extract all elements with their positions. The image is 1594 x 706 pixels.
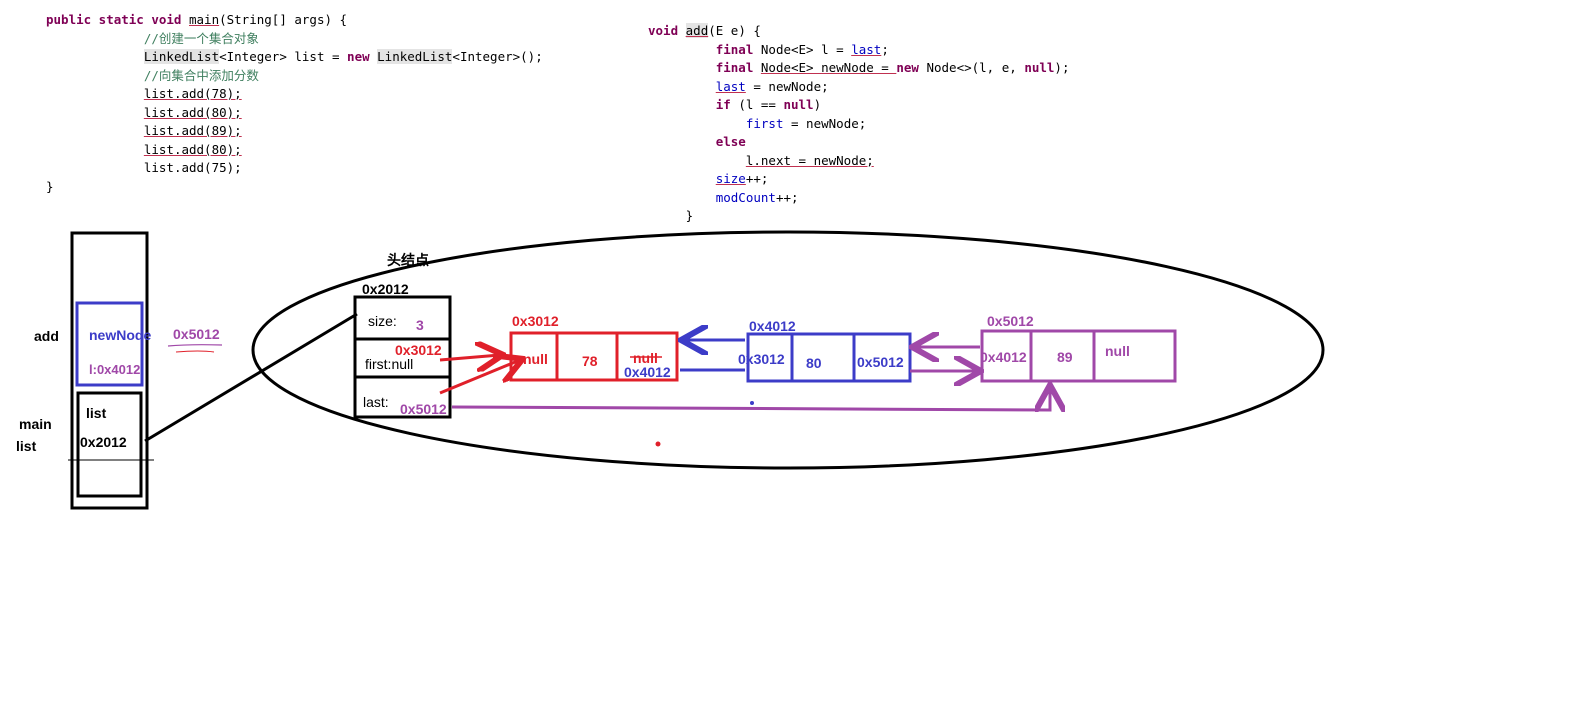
add-line3-field: last xyxy=(715,78,746,94)
add-line1-end: ; xyxy=(881,41,889,57)
node1-next-new: 0x4012 xyxy=(624,364,671,380)
add-call-1: list.add(78); xyxy=(143,86,242,101)
stray-dot xyxy=(655,441,661,447)
decl-end: <Integer>(); xyxy=(452,49,543,64)
newnode-var-value: 0x5012 xyxy=(173,326,220,342)
add-line2-null: null xyxy=(1024,60,1055,75)
main-method-code: public static void main(String[] args) {… xyxy=(46,11,543,196)
first-field-value: 0x3012 xyxy=(395,342,442,358)
last-field-label: last: xyxy=(363,394,389,410)
add-line9-field: modCount xyxy=(715,189,776,205)
main-comment-add: //向集合中添加分数 xyxy=(143,67,259,83)
node1-prev: null xyxy=(523,351,548,367)
newnode-var-label: newNode xyxy=(89,327,151,343)
add-line5-field: first xyxy=(745,115,784,131)
l-var-value: l:0x4012 xyxy=(89,362,140,377)
add-line8-rest: ++; xyxy=(745,171,769,186)
stray-dot-blue xyxy=(750,401,754,405)
node1-item: 78 xyxy=(582,353,598,369)
main-signature-name: main xyxy=(189,12,220,27)
main-signature-params: (String[] args) { xyxy=(219,12,348,27)
size-field-label: size: xyxy=(368,313,397,329)
list-reference-line xyxy=(144,312,358,443)
last-to-node3-arrow xyxy=(451,388,1050,410)
add-line1-decl: Node<E> l = xyxy=(760,41,852,57)
add-call-2: list.add(80); xyxy=(143,104,242,120)
node3-prev: 0x4012 xyxy=(980,349,1027,365)
add-line1-field: last xyxy=(851,41,882,57)
node2-item: 80 xyxy=(806,355,822,371)
decl-mid: <Integer> list = xyxy=(219,49,348,64)
last-to-node1-arrow xyxy=(439,360,520,395)
linkedlist-object xyxy=(353,295,452,419)
node3-item: 89 xyxy=(1057,349,1073,365)
node1-next-old: null xyxy=(633,350,658,366)
scribble-2 xyxy=(175,350,215,353)
main-comment-create: //创建一个集合对象 xyxy=(143,30,259,46)
head-node-label: 头结点 xyxy=(387,252,429,268)
add-signature-keyword: void xyxy=(648,23,686,38)
add-signature-name: add xyxy=(685,23,709,38)
list-var-value: 0x2012 xyxy=(80,434,127,450)
add-call-4: list.add(80); xyxy=(143,141,242,157)
add-line1-keyword: final xyxy=(715,41,761,57)
add-frame-label: add xyxy=(34,328,59,344)
add-line2-new: new xyxy=(896,60,927,75)
main-frame-label: main xyxy=(19,416,52,432)
add-line4-keyword: if xyxy=(715,97,739,112)
add-call-3: list.add(89); xyxy=(143,123,242,138)
node2-prev: 0x3012 xyxy=(738,351,785,367)
node3-next: null xyxy=(1105,343,1130,359)
decl-type: LinkedList xyxy=(143,49,220,64)
stack-frame xyxy=(70,231,149,510)
add-line2-keyword: final xyxy=(715,60,761,75)
add-line2-decl: Node<E> newNode = xyxy=(760,60,897,75)
last-field-value: 0x5012 xyxy=(400,401,447,417)
main-close-brace: } xyxy=(46,178,54,194)
add-line4-end: ) xyxy=(813,97,822,112)
add-line7-stmt: l.next = newNode; xyxy=(745,152,874,168)
decl-ctor: LinkedList xyxy=(377,49,453,64)
add-line6-keyword: else xyxy=(715,134,746,149)
add-line5-rest: = newNode; xyxy=(783,115,867,131)
heap-ellipse xyxy=(251,230,1325,470)
add-line2-ctor: Node<>(l, e, xyxy=(926,60,1025,75)
add-close-brace: } xyxy=(685,208,694,223)
add-signature-params: (E e) { xyxy=(708,23,761,38)
add-line9-rest: ++; xyxy=(775,189,799,205)
add-line8-field: size xyxy=(715,171,746,186)
main-frame xyxy=(76,391,143,498)
list-side-label: list xyxy=(16,438,37,454)
scribble xyxy=(167,344,223,347)
add-frame xyxy=(75,301,144,387)
decl-new: new xyxy=(347,49,378,64)
add-method-code: void add(E e) { final Node<E> l = last; … xyxy=(648,22,1069,226)
add-line4-null: null xyxy=(783,97,814,112)
add-call-5: list.add(75); xyxy=(143,160,242,175)
add-line4-cond: (l == xyxy=(738,97,784,112)
main-signature-keywords: public static void xyxy=(46,12,189,27)
add-line2-end: ); xyxy=(1054,60,1070,75)
first-to-node1-arrow xyxy=(439,355,500,360)
size-field-value: 3 xyxy=(416,317,424,333)
node1-address: 0x3012 xyxy=(512,313,559,329)
head-node-address: 0x2012 xyxy=(362,281,409,297)
node3-address: 0x5012 xyxy=(987,313,1034,329)
node2-address: 0x4012 xyxy=(749,318,796,334)
list-var-label: list xyxy=(86,405,107,421)
add-line3-rest: = newNode; xyxy=(745,78,829,94)
first-field-label: first:null xyxy=(365,356,413,372)
node2-next: 0x5012 xyxy=(857,354,904,370)
